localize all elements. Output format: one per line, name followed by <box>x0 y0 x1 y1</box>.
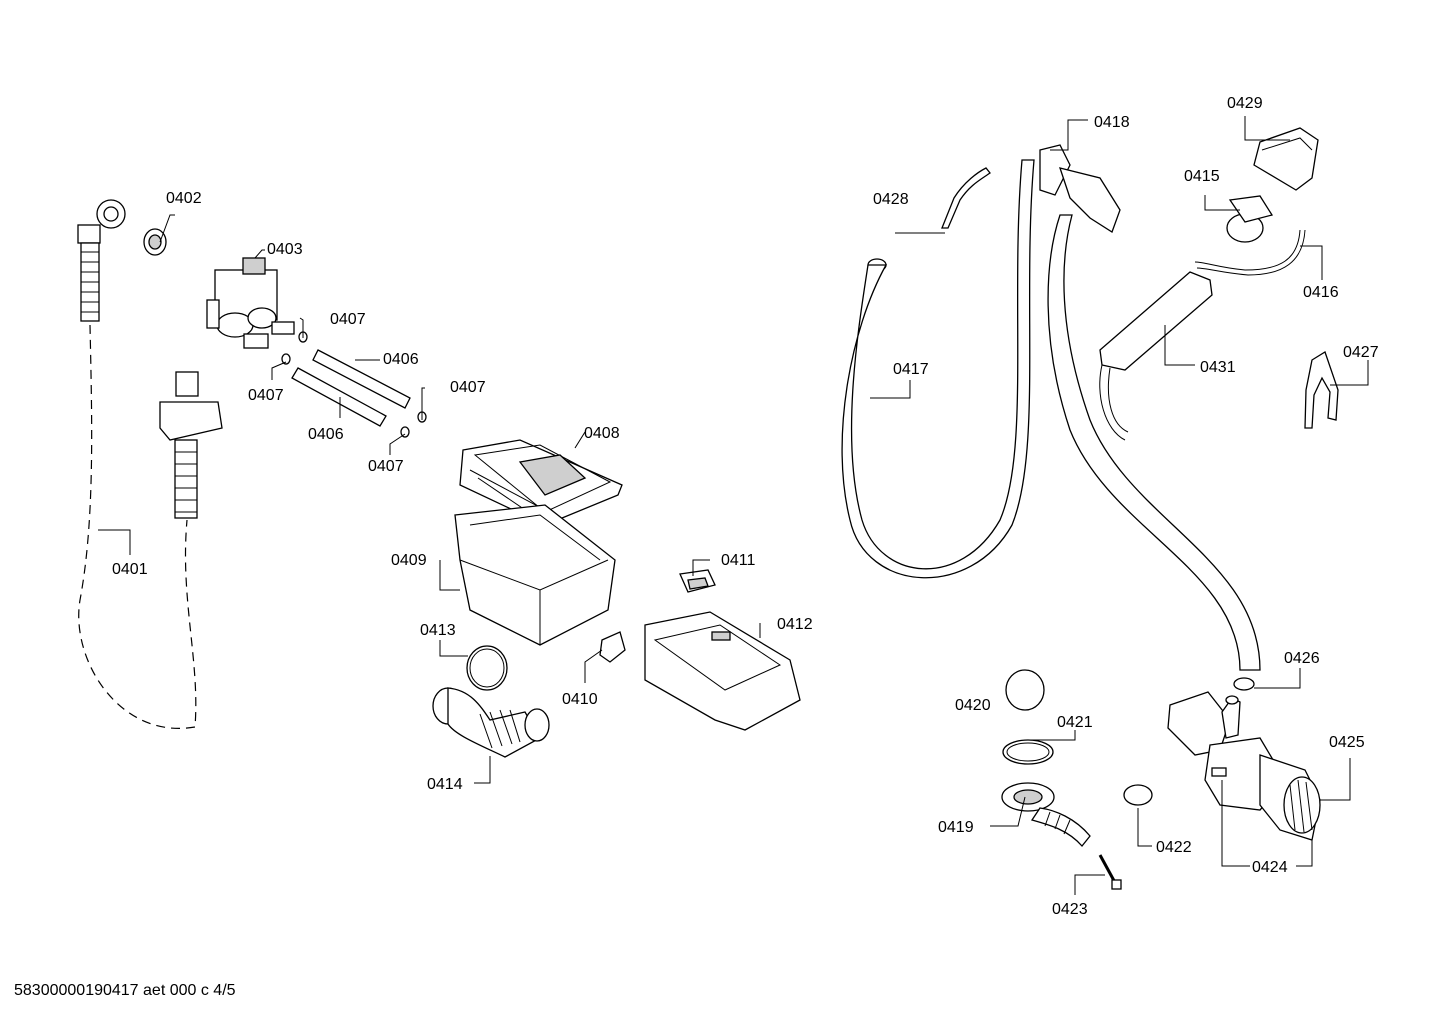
label-0407-d: 0407 <box>368 458 404 475</box>
label-0428: 0428 <box>873 191 909 208</box>
clamp-0426-part <box>1233 677 1255 691</box>
small-clip-part <box>679 569 716 593</box>
screw-0423-part <box>1098 854 1122 890</box>
label-0429: 0429 <box>1227 95 1263 112</box>
label-0409: 0409 <box>391 552 427 569</box>
inlet-hose-part <box>77 199 223 729</box>
pressure-switch-part <box>1226 195 1274 243</box>
clamp-ring-0421-part <box>1002 739 1054 765</box>
label-0431: 0431 <box>1200 359 1236 376</box>
bellows-hose-part <box>432 687 550 758</box>
breather-hose-part <box>941 167 991 229</box>
label-0407-a: 0407 <box>330 311 366 328</box>
ring-0420-part <box>1005 669 1045 711</box>
label-0413: 0413 <box>420 622 456 639</box>
label-0408: 0408 <box>584 425 620 442</box>
leader-lines <box>98 116 1369 895</box>
label-0416: 0416 <box>1303 284 1339 301</box>
label-0417: 0417 <box>893 361 929 378</box>
label-0424: 0424 <box>1252 859 1288 876</box>
drawer-housing-part <box>454 504 616 646</box>
drain-hose-0418-part <box>1039 144 1261 671</box>
document-footer-code: 58300000190417 aet 000 c 4/5 <box>14 982 236 999</box>
sump-hose-0419-part <box>1001 782 1091 848</box>
label-0410: 0410 <box>562 691 598 708</box>
valve-part <box>206 257 295 349</box>
label-0425: 0425 <box>1329 734 1365 751</box>
clamp-0422-part <box>1123 784 1153 806</box>
label-0403: 0403 <box>267 241 303 258</box>
label-0415: 0415 <box>1184 168 1220 185</box>
label-0423: 0423 <box>1052 901 1088 918</box>
label-0406-b: 0406 <box>308 426 344 443</box>
label-0414: 0414 <box>427 776 463 793</box>
long-hose-0417-part <box>841 159 1035 579</box>
label-0419: 0419 <box>938 819 974 836</box>
gasket-ring-part <box>466 645 508 691</box>
label-0427: 0427 <box>1343 344 1379 361</box>
filter-insert-part <box>143 228 167 256</box>
part-labels: 0401 0402 0403 0407 0406 0407 0407 0406 … <box>112 95 1379 918</box>
label-0402: 0402 <box>166 190 202 207</box>
label-0411: 0411 <box>721 552 756 569</box>
label-0421: 0421 <box>1057 714 1093 731</box>
drain-pump-part <box>1167 691 1321 841</box>
label-0412: 0412 <box>777 616 813 633</box>
cable-box-0431-part <box>1099 271 1213 441</box>
label-0420: 0420 <box>955 697 991 714</box>
wire-0416-part <box>1194 229 1306 276</box>
label-0426: 0426 <box>1284 650 1320 667</box>
siphon-cap-part <box>599 631 626 663</box>
label-0401: 0401 <box>112 561 148 578</box>
label-0407-c: 0407 <box>450 379 486 396</box>
bracket-0429-part <box>1253 127 1319 191</box>
hook-0427-part <box>1304 351 1339 429</box>
label-0418: 0418 <box>1094 114 1130 131</box>
drawer-insert-part <box>644 611 801 731</box>
label-0422: 0422 <box>1156 839 1192 856</box>
label-0406-a: 0406 <box>383 351 419 368</box>
label-0407-b: 0407 <box>248 387 284 404</box>
drawer-cover-part <box>459 439 623 526</box>
tube-pair-part <box>291 349 411 427</box>
